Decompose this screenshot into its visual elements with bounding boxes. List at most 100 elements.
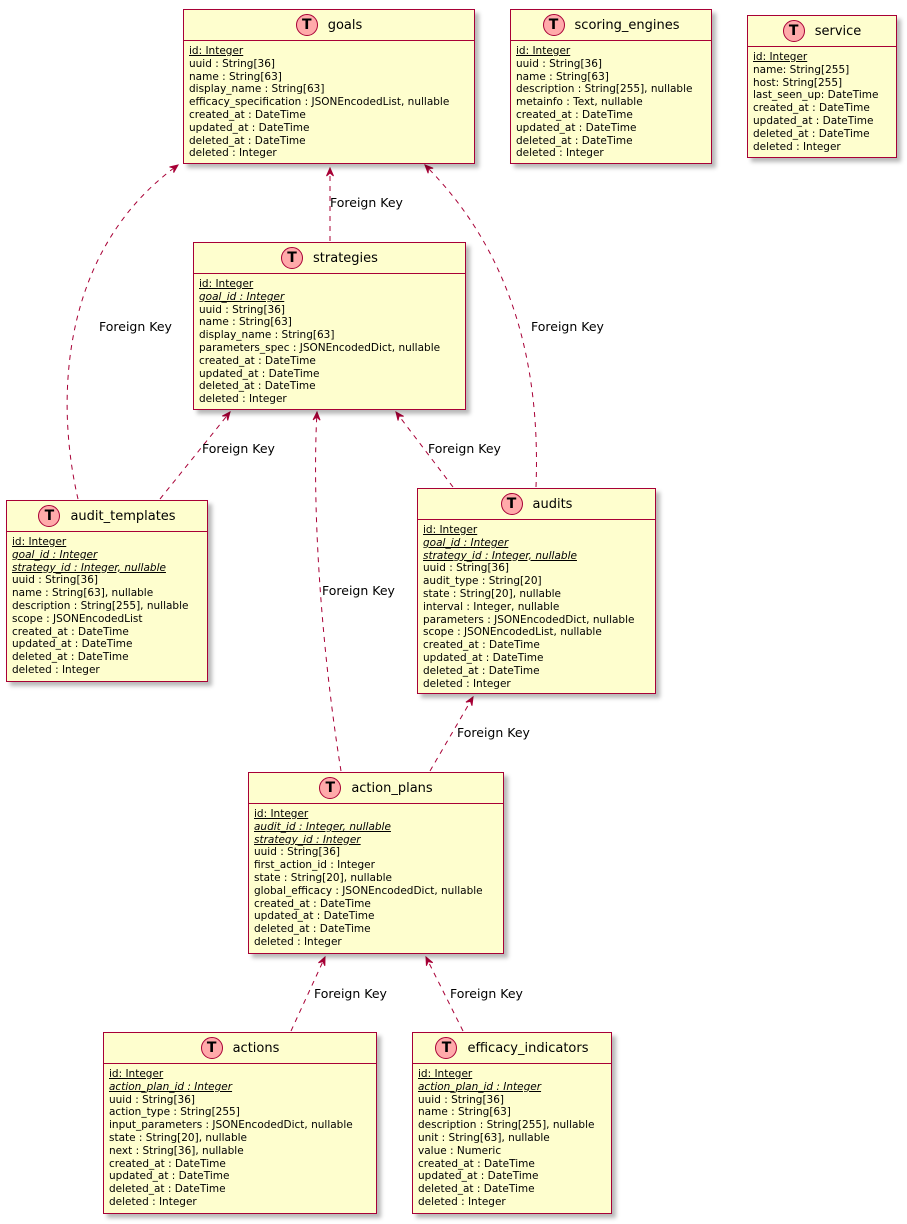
field: created_at : DateTime bbox=[12, 625, 129, 638]
field: created_at : DateTime bbox=[423, 639, 540, 652]
relation-label: Foreign Key bbox=[450, 986, 523, 1001]
field-primary-key: id: Integer bbox=[418, 1068, 473, 1080]
field: uuid : String[36] bbox=[516, 57, 602, 70]
entity-header: T goals bbox=[184, 10, 474, 41]
field: deleted : Integer bbox=[12, 663, 100, 676]
arrowhead-icon bbox=[318, 955, 326, 966]
entity-name: action_plans bbox=[351, 780, 433, 796]
field-primary-key: id: Integer bbox=[12, 536, 67, 548]
field: deleted_at : DateTime bbox=[254, 923, 371, 936]
field: deleted : Integer bbox=[189, 147, 277, 160]
arrowhead-icon bbox=[465, 695, 474, 706]
entity-header: T action_plans bbox=[249, 773, 503, 804]
relation-label: Foreign Key bbox=[428, 441, 501, 456]
field-foreign-key: goal_id : Integer bbox=[199, 290, 285, 303]
field-foreign-key: action_plan_id : Integer bbox=[418, 1080, 542, 1093]
table-icon: T bbox=[500, 493, 523, 515]
field: uuid : String[36] bbox=[199, 303, 285, 316]
field: description : String[255], nullable bbox=[12, 599, 189, 612]
relation-edge-efficacy_indicators-action_plans bbox=[425, 956, 464, 1032]
field: parameters_spec : JSONEncodedDict, nulla… bbox=[199, 341, 441, 354]
relation-edge-audit_templates-goals bbox=[66, 164, 179, 500]
entity-header: T audit_templates bbox=[7, 501, 207, 532]
field: updated_at : DateTime bbox=[12, 638, 133, 651]
field: deleted : Integer bbox=[753, 140, 841, 153]
entity-name: actions bbox=[232, 1040, 280, 1056]
field: deleted : Integer bbox=[418, 1195, 506, 1208]
entity-header: T service bbox=[748, 16, 896, 47]
relation-label: Foreign Key bbox=[531, 319, 604, 334]
field: deleted_at : DateTime bbox=[199, 380, 316, 393]
field: scope : JSONEncodedList, nullable bbox=[423, 626, 602, 639]
field: efficacy_specification : JSONEncodedList… bbox=[189, 96, 450, 109]
entity-name: strategies bbox=[313, 250, 378, 266]
field: updated_at : DateTime bbox=[516, 121, 637, 134]
field: deleted : Integer bbox=[109, 1195, 197, 1208]
field: deleted_at : DateTime bbox=[423, 664, 540, 677]
field: uuid : String[36] bbox=[189, 57, 275, 70]
field: metainfo : Text, nullable bbox=[516, 96, 643, 109]
entity-header: T efficacy_indicators bbox=[413, 1033, 611, 1064]
field: state : String[20], nullable bbox=[109, 1131, 247, 1144]
table-icon: T bbox=[295, 14, 318, 36]
field-foreign-key: goal_id : Integer bbox=[423, 536, 509, 549]
entity-name: goals bbox=[327, 17, 363, 33]
field: name: String[255] bbox=[753, 63, 850, 76]
entity-header: T scoring_engines bbox=[511, 10, 711, 41]
relation-edge-action_plans-audits bbox=[429, 696, 474, 772]
arrowhead-icon bbox=[424, 164, 434, 174]
field: description : String[255], nullable bbox=[418, 1119, 595, 1132]
relation-label: Foreign Key bbox=[457, 725, 530, 740]
field: updated_at : DateTime bbox=[418, 1170, 539, 1183]
field: name : String[63] bbox=[189, 70, 282, 83]
field: input_parameters : JSONEncodedDict, null… bbox=[109, 1119, 353, 1132]
field: interval : Integer, nullable bbox=[423, 600, 560, 613]
relation-edge-actions-action_plans bbox=[290, 956, 326, 1032]
table-icon: T bbox=[782, 20, 805, 42]
relation-edge-audits-goals bbox=[424, 164, 537, 488]
entity-name: service bbox=[814, 23, 862, 39]
field: updated_at : DateTime bbox=[753, 114, 874, 127]
field: action_type : String[255] bbox=[109, 1106, 240, 1119]
field-primary-key: id: Integer bbox=[109, 1068, 164, 1080]
field-foreign-key: audit_id : Integer, nullable bbox=[254, 820, 391, 833]
entity-name: scoring_engines bbox=[574, 17, 680, 33]
field: value : Numeric bbox=[418, 1144, 502, 1157]
entity-header: T audits bbox=[418, 489, 655, 520]
field-primary-key: id: Integer bbox=[199, 278, 254, 290]
field: description : String[255], nullable bbox=[516, 83, 693, 96]
arrowhead-icon bbox=[312, 410, 321, 421]
field: updated_at : DateTime bbox=[109, 1170, 230, 1183]
field: parameters : JSONEncodedDict, nullable bbox=[423, 613, 635, 626]
field-foreign-key: strategy_id : Integer bbox=[254, 833, 361, 846]
field-primary-key: id: Integer bbox=[516, 45, 571, 57]
field-foreign-key: goal_id : Integer bbox=[12, 548, 98, 561]
field: deleted_at : DateTime bbox=[516, 134, 633, 147]
relation-edge-action_plans-strategies bbox=[315, 411, 342, 772]
arrowhead-icon bbox=[395, 411, 404, 421]
field: created_at : DateTime bbox=[199, 354, 316, 367]
relation-label: Foreign Key bbox=[322, 583, 395, 598]
field: state : String[20], nullable bbox=[423, 587, 561, 600]
entity-header: T strategies bbox=[194, 243, 465, 274]
field: next : String[36], nullable bbox=[109, 1144, 244, 1157]
field-foreign-key: action_plan_id : Integer bbox=[109, 1080, 233, 1093]
field: deleted_at : DateTime bbox=[189, 134, 306, 147]
field: created_at : DateTime bbox=[109, 1157, 226, 1170]
field: updated_at : DateTime bbox=[423, 651, 544, 664]
arrowhead-icon bbox=[425, 955, 434, 966]
table-icon: T bbox=[281, 247, 304, 269]
